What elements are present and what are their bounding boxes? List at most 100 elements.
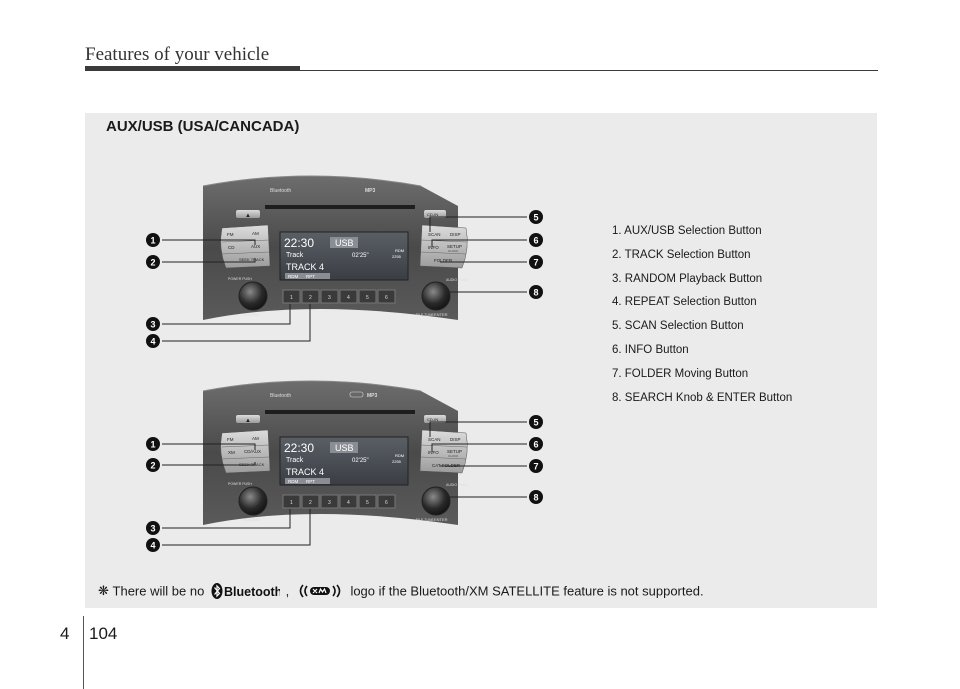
svg-text:7: 7 xyxy=(534,462,539,472)
cd-slot xyxy=(265,205,415,209)
callout-line xyxy=(431,443,527,452)
preset-label: 1 xyxy=(290,500,293,506)
preset-button-5[interactable] xyxy=(358,289,377,304)
preset-label: 5 xyxy=(366,500,369,506)
marker-badge xyxy=(529,459,543,473)
preset-button-4[interactable] xyxy=(339,289,358,304)
preset-button-2[interactable] xyxy=(301,494,320,509)
callout-line xyxy=(162,258,256,263)
xm-satellite-logo-icon xyxy=(299,584,341,598)
svg-text:3: 3 xyxy=(151,524,156,534)
preset-button-6[interactable] xyxy=(377,289,396,304)
preset-label: 2 xyxy=(309,295,312,301)
xm-button[interactable]: XM xyxy=(228,450,235,455)
tune-knob[interactable] xyxy=(421,486,451,516)
info-button[interactable]: INFO xyxy=(428,450,439,455)
radio-top-edge xyxy=(202,175,422,187)
info-button[interactable]: INFO xyxy=(428,245,439,250)
disp-button[interactable]: DISP xyxy=(450,232,461,237)
am-button[interactable]: AM xyxy=(252,436,259,441)
volume-knob[interactable] xyxy=(238,486,268,516)
cluster-divider xyxy=(221,251,270,255)
audio-label: AUDIO PUSH xyxy=(446,483,468,487)
am-button[interactable]: AM xyxy=(252,231,259,236)
display-tag-rpt: RPT xyxy=(306,479,315,484)
display-track-label: Track xyxy=(286,252,304,259)
setup-button[interactable]: SETUP xyxy=(447,449,462,454)
preset-button-3[interactable] xyxy=(320,289,339,304)
seek-track-button[interactable]: SEEK TRACK xyxy=(239,257,265,262)
disp-button[interactable]: DISP xyxy=(450,437,461,442)
svg-text:8: 8 xyxy=(534,493,539,503)
xm-badge xyxy=(349,391,364,398)
left-button-cluster xyxy=(220,429,271,474)
svg-text:2: 2 xyxy=(151,258,156,268)
preset-button-2[interactable] xyxy=(301,289,320,304)
svg-text:7: 7 xyxy=(534,258,539,268)
marker-badge xyxy=(529,437,543,451)
eject-button[interactable] xyxy=(236,210,260,218)
preset-button-3[interactable] xyxy=(320,494,339,509)
cd-button[interactable]: CD xyxy=(228,245,235,250)
bluetooth-badge: Bluetooth xyxy=(270,188,291,194)
tune-knob[interactable] xyxy=(421,281,451,311)
svg-text:4: 4 xyxy=(151,337,156,347)
cluster-divider xyxy=(420,251,467,255)
scan-button[interactable]: SCAN xyxy=(428,437,441,442)
callouts-top xyxy=(162,216,527,342)
cd-in-button[interactable] xyxy=(424,415,446,423)
preset-button-1[interactable] xyxy=(282,289,301,304)
legend-item: 4. REPEAT Selection Button xyxy=(612,296,757,309)
svg-text:1: 1 xyxy=(151,236,156,246)
aux-button[interactable]: AUX xyxy=(251,244,260,249)
footer-page-number: 104 xyxy=(89,624,118,643)
callout-line xyxy=(162,462,256,466)
volume-knob[interactable] xyxy=(238,281,268,311)
marker-badge xyxy=(529,415,543,429)
marker-badge xyxy=(146,334,160,348)
legend-item: 5. SCAN Selection Button xyxy=(612,320,744,333)
preset-button-6[interactable] xyxy=(377,494,396,509)
eject-icon: ▲ xyxy=(245,213,251,219)
display-tag-rdm: RDM xyxy=(288,274,298,279)
svg-text:6: 6 xyxy=(534,440,539,450)
cluster-divider xyxy=(420,444,468,448)
marker-badge xyxy=(146,458,160,472)
cd-aux-button[interactable]: CD/AUX xyxy=(244,449,261,454)
eject-button[interactable] xyxy=(236,415,260,423)
scan-button[interactable]: SCAN xyxy=(428,232,441,237)
svg-text:3: 3 xyxy=(151,320,156,330)
preset-button-5[interactable] xyxy=(358,494,377,509)
panel-title: AUX/USB (USA/CANCADA) xyxy=(106,118,300,135)
setup-button[interactable]: SETUP xyxy=(447,244,462,249)
markers-top: 1 2 3 4 5 6 7 8 xyxy=(146,210,543,348)
button-legend: 1. AUX/USB Selection Button 2. TRACK Sel… xyxy=(612,222,792,412)
cd-in-label: CD-IN xyxy=(427,212,438,217)
legend-item: 2. TRACK Selection Button xyxy=(612,248,751,261)
radio-top-edge xyxy=(202,380,422,392)
fm-button[interactable]: FM xyxy=(227,232,234,237)
display-time: 22:30 xyxy=(284,441,314,455)
note-symbol: ❋ xyxy=(98,583,109,598)
cd-in-button[interactable] xyxy=(424,210,446,218)
folder-button[interactable]: FOLDER xyxy=(434,258,453,263)
callout-line xyxy=(162,304,311,342)
legend-item: 8. SEARCH Knob & ENTER Button xyxy=(612,391,793,404)
marker-badge xyxy=(529,255,543,269)
radio-unit-bottom: Bluetooth MP3 ▲ CD-IN FM AM XM CD/AUX SE… xyxy=(202,380,468,525)
display-info-a: RDM xyxy=(395,453,404,458)
svg-text:5: 5 xyxy=(534,418,539,428)
fm-button[interactable]: FM xyxy=(227,437,234,442)
file-tune-label: FILE TUNE xyxy=(416,313,434,317)
display-mode-badge xyxy=(330,442,358,453)
display-tag-rdm: RDM xyxy=(288,479,298,484)
marker-badge xyxy=(146,233,160,247)
legend-item: 3. RANDOM Playback Button xyxy=(612,272,763,285)
preset-button-1[interactable] xyxy=(282,494,301,509)
svg-text:Bluetooth: Bluetooth xyxy=(224,585,280,599)
header-title: Features of your vehicle xyxy=(85,44,270,65)
preset-button-4[interactable] xyxy=(339,494,358,509)
radio-unit-top: Bluetooth MP3 ▲ CD-IN FM AM CD AUX SEEK … xyxy=(202,175,468,320)
svg-text:4: 4 xyxy=(151,541,156,551)
note-text-after: logo if the Bluetooth/XM SATELLITE featu… xyxy=(350,583,704,599)
